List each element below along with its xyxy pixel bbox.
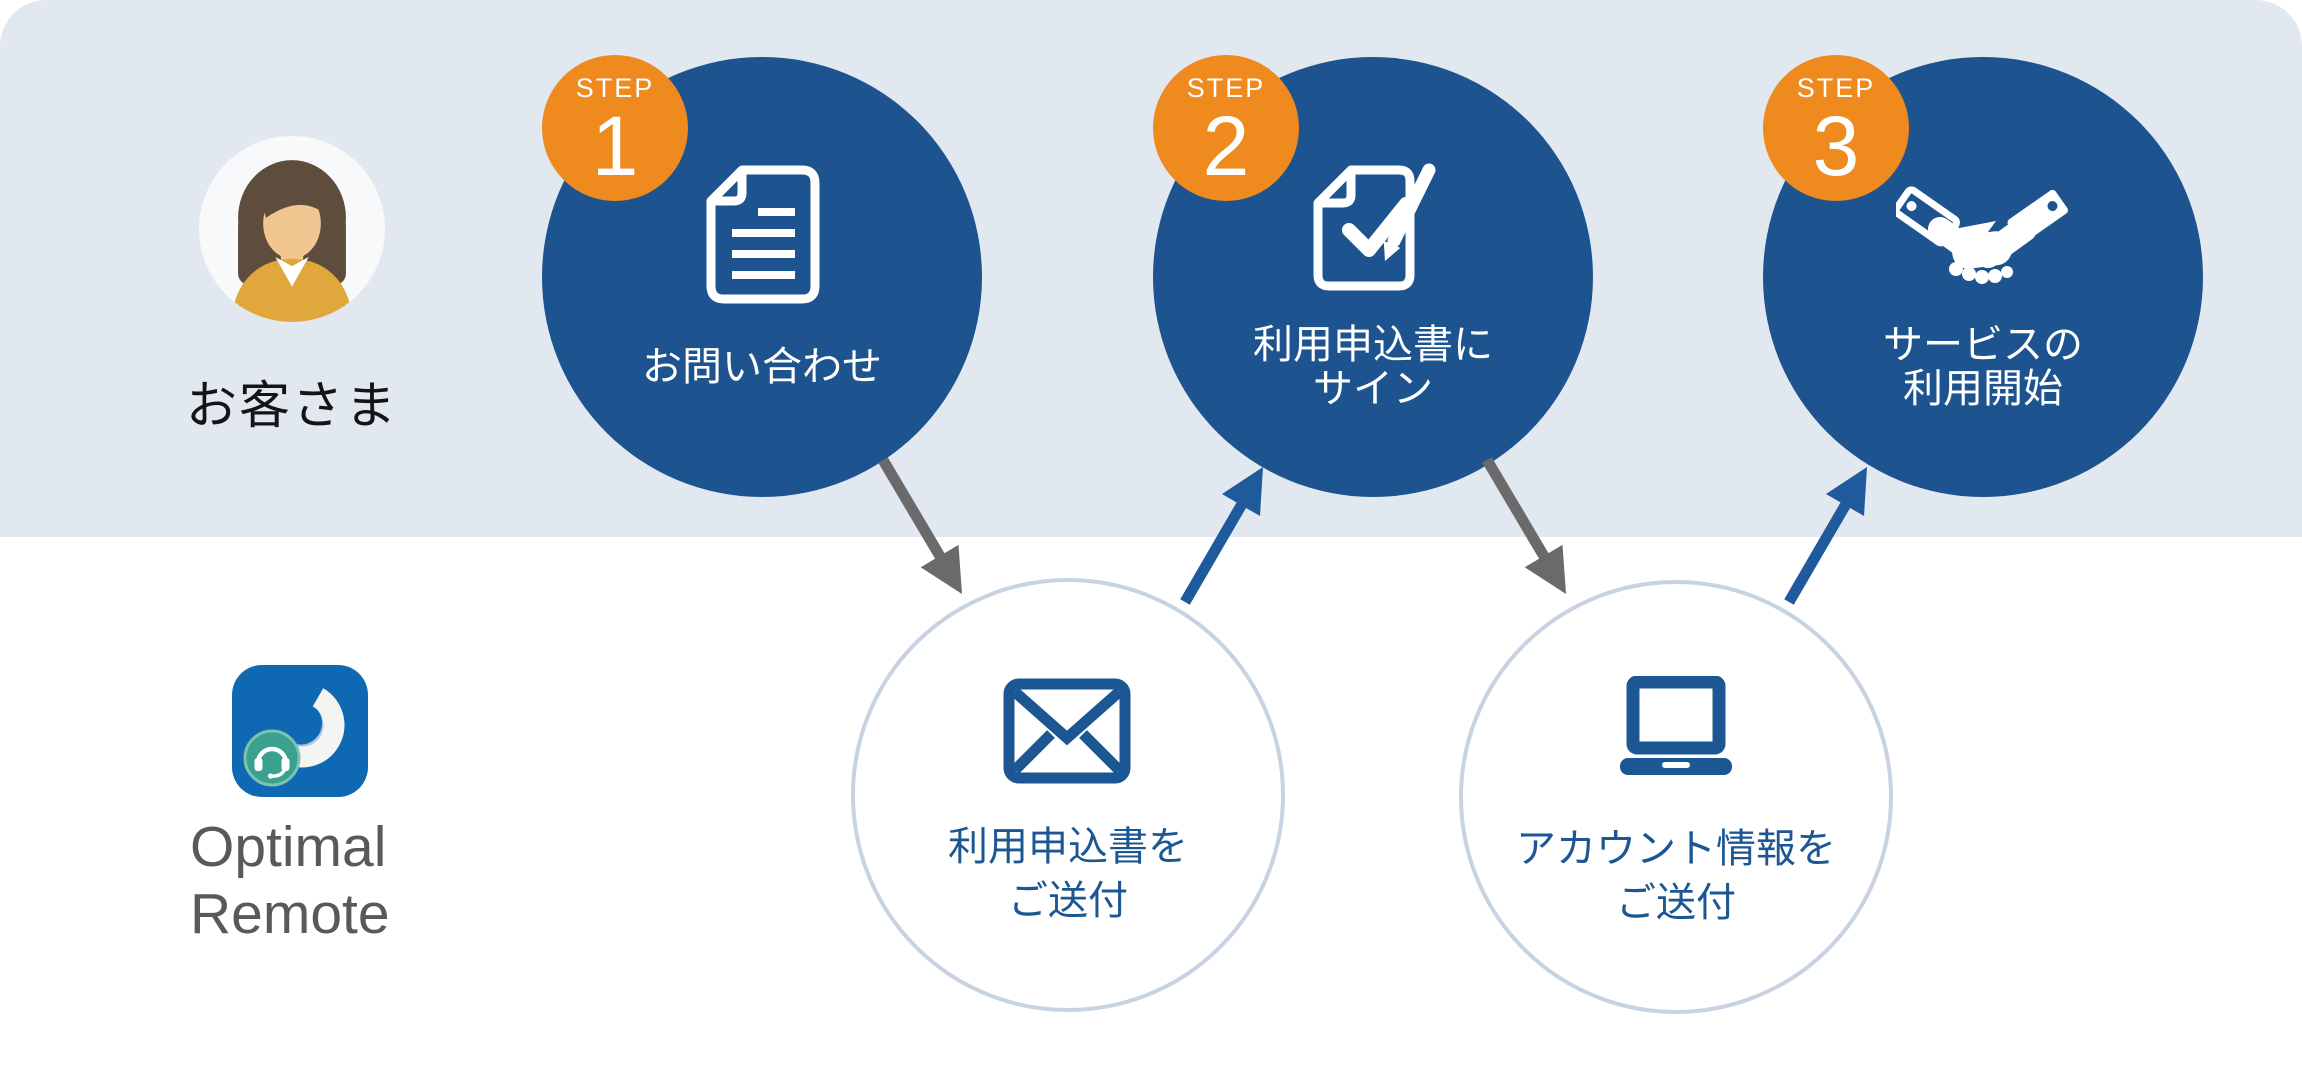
customer-label: お客さま (185, 377, 398, 434)
customer-person-icon (230, 160, 354, 322)
laptop-icon (1620, 676, 1732, 775)
step1-badge: STEP 1 (542, 55, 688, 201)
send-account-info-line1: アカウント情報を (1516, 827, 1836, 871)
step3-circle: STEP 3 (1763, 55, 2203, 497)
step2-circle: STEP 2 利用申込書に サイン (1153, 55, 1593, 497)
optimal-remote-logo (232, 665, 368, 797)
avatar (199, 136, 385, 322)
handshake-icon (1896, 186, 2068, 284)
document-icon (706, 165, 820, 304)
step1-label-line1: お問い合わせ (642, 345, 882, 389)
send-application-line1: 利用申込書を (948, 825, 1188, 869)
document-check-pen-icon (1313, 163, 1436, 291)
step2-badge: STEP 2 (1153, 55, 1299, 201)
send-account-info-line2: ご送付 (1616, 881, 1736, 925)
step2-label-line1: 利用申込書に (1253, 323, 1493, 367)
send-application-label: 利用申込書を ご送付 (892, 814, 1244, 934)
step2-badge-number: 2 (1202, 99, 1250, 193)
brand-line2: Remote (190, 882, 390, 947)
step1-circle: STEP 1 お問い合わせ (542, 55, 982, 497)
step2-label: 利用申込書に サイン (1223, 307, 1523, 427)
step2-label-line2: サイン (1313, 367, 1433, 411)
step3-label-line2: 利用開始 (1903, 367, 2063, 411)
step2-badge-word: STEP (1186, 73, 1266, 103)
step1-badge-number: 1 (591, 99, 639, 193)
send-account-info-label: アカウント情報を ご送付 (1500, 816, 1852, 936)
mail-icon (1003, 678, 1131, 784)
step1-label: お問い合わせ (612, 307, 912, 427)
step3-badge-number: 3 (1812, 99, 1860, 193)
step3-badge-word: STEP (1796, 73, 1876, 103)
brand-name: Optimal Remote (190, 814, 490, 949)
send-application-line2: ご送付 (1008, 879, 1128, 923)
optimal-remote-app-icon (232, 665, 368, 797)
send-account-info-circle: アカウント情報を ご送付 (1459, 580, 1893, 1014)
step1-badge-word: STEP (575, 73, 655, 103)
send-application-circle: 利用申込書を ご送付 (851, 578, 1285, 1012)
brand-line1: Optimal (190, 815, 387, 879)
headset-icon (254, 746, 290, 779)
step3-label: サービスの 利用開始 (1833, 307, 2133, 427)
step3-label-line1: サービスの (1883, 323, 2083, 367)
step3-badge: STEP 3 (1763, 55, 1909, 201)
